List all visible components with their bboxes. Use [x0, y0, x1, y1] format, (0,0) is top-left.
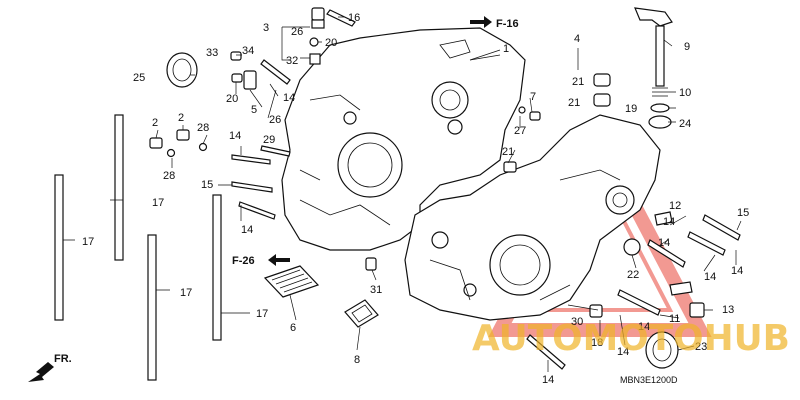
- callout-20b: 20: [226, 93, 238, 105]
- callout-12: 12: [669, 200, 681, 212]
- callout-14e: 14: [704, 271, 716, 283]
- arrow-left-icon: [268, 254, 290, 266]
- callout-33: 33: [206, 47, 218, 59]
- spring-10: [652, 87, 668, 97]
- callout-3: 3: [263, 22, 269, 34]
- nut-24: [648, 115, 672, 129]
- callout-13: 13: [722, 304, 734, 316]
- callout-14g: 14: [638, 321, 650, 333]
- callout-18: 18: [591, 337, 603, 349]
- callout-21c: 21: [502, 146, 514, 158]
- callout-22: 22: [627, 269, 639, 281]
- callout-4: 4: [574, 33, 580, 45]
- callout-32: 32: [286, 55, 298, 67]
- stud-17c: [147, 234, 157, 381]
- stud-bolts: [54, 114, 222, 381]
- right-crankcase-half: [404, 114, 661, 321]
- right-upper-parts: [503, 7, 673, 173]
- callout-14c: 14: [241, 224, 253, 236]
- callout-14i: 14: [542, 374, 554, 386]
- callout-17c: 17: [180, 287, 192, 299]
- callout-16: 16: [348, 12, 360, 24]
- left-crankcase-half: [281, 27, 526, 251]
- callout-1: 1: [503, 43, 509, 55]
- callout-2a: 2: [152, 117, 158, 129]
- arrow-right-icon: [470, 16, 492, 28]
- reference-f16: F-16: [496, 18, 519, 30]
- callout-7: 7: [530, 91, 536, 103]
- stopper-arm-9: [634, 7, 673, 27]
- callout-14f: 14: [731, 265, 743, 277]
- stud-17b: [114, 114, 124, 261]
- callout-14a: 14: [283, 92, 295, 104]
- callout-26a: 26: [291, 26, 303, 38]
- callout-30: 30: [571, 316, 583, 328]
- callout-17b: 17: [152, 197, 164, 209]
- callout-17d: 17: [256, 308, 268, 320]
- callout-14d: 14: [658, 237, 670, 249]
- callout-17a: 17: [82, 236, 94, 248]
- watermark-label: AUTOMOTOHUB: [472, 318, 790, 359]
- oil-seal-25: [166, 52, 198, 88]
- callout-8: 8: [354, 354, 360, 366]
- oil-strainer-6: [263, 265, 320, 298]
- callout-15b: 15: [737, 207, 749, 219]
- leader-lines: [63, 16, 742, 372]
- shaft-9: [655, 25, 665, 87]
- figure-references: F-16 F-26: [232, 16, 519, 267]
- callout-25: 25: [133, 72, 145, 84]
- callout-23: 23: [695, 341, 707, 353]
- stud-17d: [212, 194, 222, 341]
- washer-19: [650, 103, 670, 113]
- callout-21a: 21: [572, 76, 584, 88]
- front-arrow-icon: [28, 362, 54, 382]
- callout-29: 29: [263, 134, 275, 146]
- callout-24: 24: [679, 118, 691, 130]
- callout-26b: 26: [269, 114, 281, 126]
- callout-6: 6: [290, 322, 296, 334]
- callout-20a: 20: [325, 37, 337, 49]
- reference-f26: F-26: [232, 255, 255, 267]
- dowels-left: [149, 51, 291, 220]
- stud-17a: [54, 174, 64, 321]
- oil-passage-bolt-cluster: [309, 7, 356, 65]
- front-label: FR.: [54, 353, 72, 365]
- callout-19: 19: [625, 103, 637, 115]
- callout-10: 10: [679, 87, 691, 99]
- diagram-code: MBN3E1200D: [620, 375, 678, 385]
- callout-28b: 28: [163, 170, 175, 182]
- callout-14b: 14: [229, 130, 241, 142]
- callout-31: 31: [370, 284, 382, 296]
- watermark-text: AUTOMOTOHUB: [472, 318, 790, 359]
- right-bolts: [365, 211, 741, 370]
- callout-2b: 2: [178, 112, 184, 124]
- callout-14h: 14: [617, 346, 629, 358]
- callout-27: 27: [514, 125, 526, 137]
- callout-34: 34: [242, 45, 254, 57]
- callout-14j: 14: [663, 216, 675, 228]
- callout-21b: 21: [568, 97, 580, 109]
- callouts: 1 2 2 3 4 5 6 7 8 9 10 11 12 13 14 14 14…: [82, 12, 749, 386]
- callout-5: 5: [251, 104, 257, 116]
- front-indicator: FR.: [28, 353, 72, 382]
- callout-15a: 15: [201, 179, 213, 191]
- callout-28a: 28: [197, 122, 209, 134]
- gasket-8: [344, 299, 379, 328]
- callout-9: 9: [684, 41, 690, 53]
- callout-11: 11: [669, 313, 680, 325]
